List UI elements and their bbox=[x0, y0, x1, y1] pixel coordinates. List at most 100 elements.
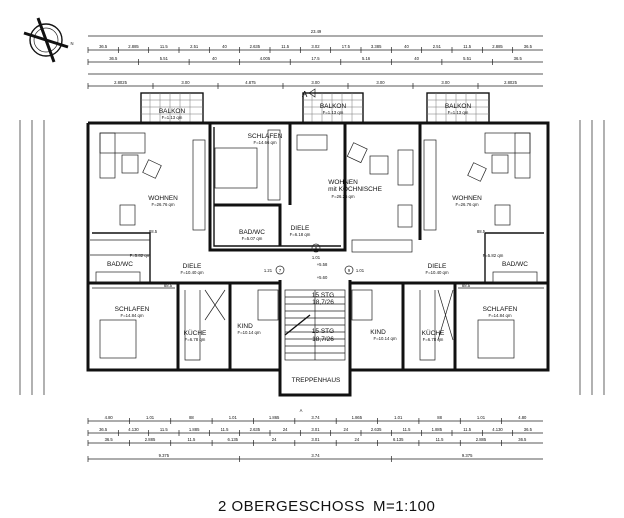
dimension-label: 4.130 bbox=[492, 427, 503, 432]
dimension-label: 11.5 bbox=[403, 427, 412, 432]
svg-text:F=14.84 qm: F=14.84 qm bbox=[488, 313, 511, 318]
svg-text:18,7/26: 18,7/26 bbox=[312, 299, 334, 306]
svg-text:8: 8 bbox=[315, 246, 318, 251]
dimension-label: 24 bbox=[343, 427, 348, 432]
dimension-label: 2.51 bbox=[190, 44, 199, 49]
unit-markers: 7 1.21 8 1.01 9 1.01 +5.58 +5.60 88.5 88… bbox=[149, 229, 486, 413]
room-middle-schlafen: SCHLAFEN bbox=[248, 133, 283, 140]
svg-text:1.01: 1.01 bbox=[312, 255, 321, 260]
dimension-label: 11.5 bbox=[463, 44, 472, 49]
dimension-label: 17.5 bbox=[311, 56, 320, 61]
staircase bbox=[284, 289, 346, 361]
dimension-label: 88 bbox=[189, 415, 194, 420]
dimension-label: 2.885 bbox=[128, 44, 139, 49]
dimension-label: 3.00 bbox=[311, 80, 320, 85]
dimension-label: 2.635 bbox=[250, 427, 261, 432]
svg-text:F=10.40 qm: F=10.40 qm bbox=[180, 270, 203, 275]
svg-text:88.5: 88.5 bbox=[462, 283, 471, 288]
dimension-label: 36.5 bbox=[514, 56, 523, 61]
dimension-label: 2.635 bbox=[250, 44, 261, 49]
room-middle-wohnen: WOHNEN bbox=[328, 179, 358, 186]
dimension-label: 1.01 bbox=[229, 415, 238, 420]
dimension-label: 11.5 bbox=[187, 437, 196, 442]
dimension-label: 36.5 bbox=[109, 56, 118, 61]
dimension-label: 6.135 bbox=[228, 437, 239, 442]
svg-text:7: 7 bbox=[279, 268, 282, 273]
dimension-label: 11.5 bbox=[463, 427, 472, 432]
dimension-label: 11.5 bbox=[160, 427, 169, 432]
svg-text:15 STG: 15 STG bbox=[312, 292, 334, 299]
room-middle-balkon: BALKON bbox=[320, 103, 347, 110]
svg-text:+5.58: +5.58 bbox=[317, 262, 328, 267]
dimension-label: 4.80 bbox=[105, 415, 114, 420]
room-right-kind: KIND bbox=[370, 329, 386, 336]
svg-text:18,7/26: 18,7/26 bbox=[312, 336, 334, 343]
dimension-label: 40 bbox=[414, 56, 419, 61]
room-right-bad: BAD/WC bbox=[502, 261, 528, 268]
room-left-schlafen: SCHLAFEN bbox=[115, 306, 150, 313]
room-right-diele: DIELE bbox=[428, 263, 447, 270]
dimension-label: 36.5 bbox=[105, 437, 114, 442]
room-right-schlafen: SCHLAFEN bbox=[483, 306, 518, 313]
dimension-label: 24 bbox=[283, 427, 288, 432]
svg-text:F=1.13 qm: F=1.13 qm bbox=[448, 110, 469, 115]
dimension-label: 36.5 bbox=[99, 44, 108, 49]
room-left-balkon: BALKON bbox=[159, 108, 186, 115]
svg-text:1.01: 1.01 bbox=[356, 268, 365, 273]
svg-text:F=5.82 qm: F=5.82 qm bbox=[483, 253, 504, 258]
dimension-label: 2.8025 bbox=[504, 80, 517, 85]
dimension-label: 88 bbox=[437, 415, 442, 420]
svg-text:88.5: 88.5 bbox=[477, 229, 486, 234]
svg-text:88.5: 88.5 bbox=[164, 283, 173, 288]
svg-text:F=6.18 qm: F=6.18 qm bbox=[290, 232, 311, 237]
dimension-label: 17.5 bbox=[342, 44, 351, 49]
drawing-scale: M=1:100 bbox=[373, 498, 435, 515]
dimension-label: 4.130 bbox=[128, 427, 139, 432]
room-left-kind: KIND bbox=[237, 323, 253, 330]
svg-text:F=10.14 qm: F=10.14 qm bbox=[373, 336, 396, 341]
dimension-label: 4.005 bbox=[260, 56, 271, 61]
dimension-label: 36.5 bbox=[524, 427, 533, 432]
svg-text:9: 9 bbox=[348, 268, 351, 273]
dimension-label: 11.5 bbox=[436, 437, 445, 442]
dimension-label: 2.885 bbox=[145, 437, 156, 442]
svg-text:F=1.13 qm: F=1.13 qm bbox=[323, 110, 344, 115]
svg-text:F=5.82 qm: F=5.82 qm bbox=[130, 253, 151, 258]
dimension-label: 1.885 bbox=[432, 427, 443, 432]
svg-text:+5.60: +5.60 bbox=[317, 275, 328, 280]
dimension-label: 36.5 bbox=[518, 437, 527, 442]
dimension-label: 2.885 bbox=[492, 44, 503, 49]
room-right-balkon: BALKON bbox=[445, 103, 472, 110]
dimension-label: 1.885 bbox=[189, 427, 200, 432]
dimension-label: 1.01 bbox=[394, 415, 403, 420]
dimension-label: 40 bbox=[212, 56, 217, 61]
dimension-label: 2.885 bbox=[476, 437, 487, 442]
dimension-label: 1.01 bbox=[146, 415, 155, 420]
north-arrow-icon: N bbox=[23, 17, 74, 63]
dimension-label: 3.00 bbox=[441, 80, 450, 85]
room-left-wohnen: WOHNEN bbox=[148, 195, 178, 202]
walls bbox=[86, 121, 550, 397]
dimension-label: 5.16 bbox=[362, 56, 371, 61]
room-left-kueche: KÜCHE bbox=[184, 329, 207, 337]
room-middle-bad: BAD/WC bbox=[239, 229, 265, 236]
svg-text:F=6.78 qm: F=6.78 qm bbox=[185, 337, 206, 342]
dimension-label: 11.5 bbox=[160, 44, 169, 49]
dimension-label: 40 bbox=[404, 44, 409, 49]
dimension-label: 1.865 bbox=[269, 415, 280, 420]
dimension-label: 3.00 bbox=[181, 80, 190, 85]
room-left-bad: BAD/WC bbox=[107, 261, 133, 268]
dimension-label: 9.375 bbox=[462, 453, 473, 458]
dimension-label: 5.51 bbox=[463, 56, 472, 61]
svg-text:F=10.14 qm: F=10.14 qm bbox=[237, 330, 260, 335]
svg-text:A: A bbox=[300, 408, 303, 413]
svg-text:F=1.13 qm: F=1.13 qm bbox=[162, 115, 183, 120]
dimension-label: 24 bbox=[272, 437, 277, 442]
svg-text:N: N bbox=[70, 41, 73, 46]
svg-text:15 STG: 15 STG bbox=[312, 328, 334, 335]
dimension-label: 2.635 bbox=[371, 427, 382, 432]
svg-text:F=14.84 qm: F=14.84 qm bbox=[120, 313, 143, 318]
balconies bbox=[140, 92, 490, 124]
